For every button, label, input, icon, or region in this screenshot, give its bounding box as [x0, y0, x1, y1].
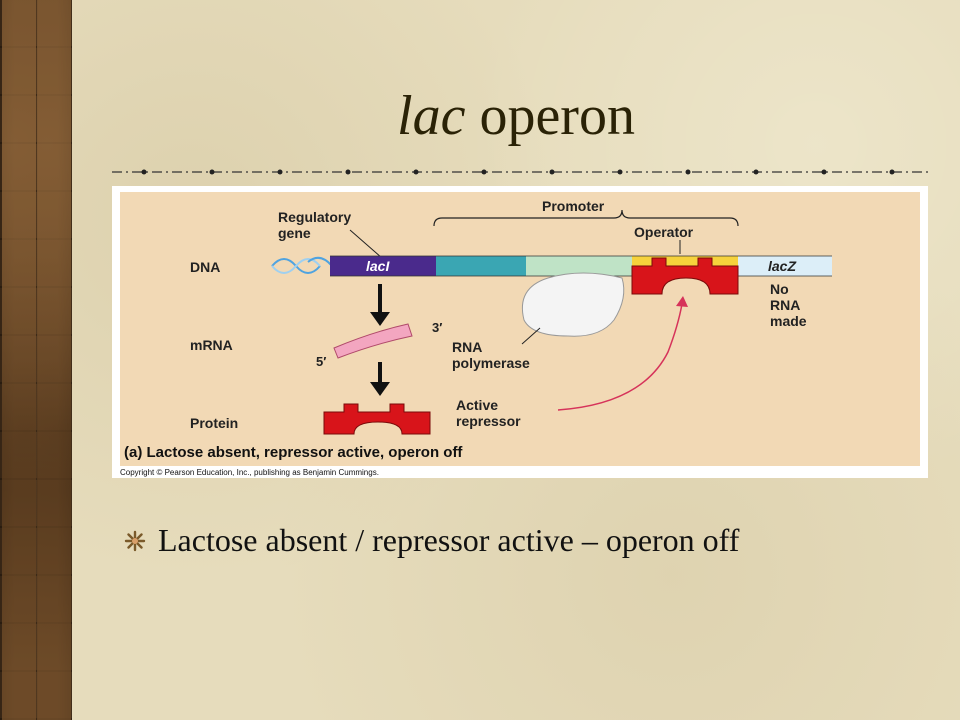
dotted-divider [112, 169, 932, 175]
lacz-label: lacZ [768, 258, 796, 274]
operator-label: Operator [634, 224, 694, 240]
promoter-bracket [433, 209, 739, 227]
lac-operon-figure: Regulatory gene Promoter Operator DNA la… [112, 186, 928, 478]
no-rna-label-2: RNA [770, 297, 800, 313]
mrna-strand [333, 323, 413, 359]
bound-repressor [631, 257, 739, 295]
lacz-segment [738, 256, 832, 276]
repressor-binding-arrow [557, 303, 683, 411]
regulatory-gene-label-2: gene [278, 225, 311, 241]
translation-arrow [370, 362, 390, 396]
rna-polymerase-pointer [521, 327, 541, 345]
dna-helix [271, 256, 333, 274]
promoter-green-segment [526, 256, 632, 276]
regulatory-gene-label: Regulatory [278, 209, 351, 225]
rna-polymerase-shape [522, 272, 625, 337]
decorative-wood-strip [0, 0, 72, 720]
dna-label: DNA [190, 259, 220, 275]
free-repressor-protein [323, 403, 431, 435]
repressor-binding-arrowhead [676, 296, 688, 307]
laci-gene-segment [330, 256, 436, 276]
wood-column-right [37, 0, 71, 720]
rna-polymerase-label-1: RNA [452, 339, 482, 355]
bullet-text: Lactose absent / repressor active – oper… [158, 522, 740, 558]
wood-column-left [2, 0, 36, 720]
transcription-arrow [370, 284, 390, 326]
title-italic-part: lac [397, 85, 466, 147]
figure-caption: (a) Lactose absent, repressor active, op… [124, 444, 463, 461]
promoter-label: Promoter [542, 198, 605, 214]
figure-background [120, 192, 920, 466]
slide-title: lac operon [72, 88, 960, 144]
rna-polymerase-label-2: polymerase [452, 355, 530, 371]
title-rest-part: operon [465, 85, 635, 147]
regulatory-gene-pointer [349, 229, 383, 259]
no-rna-label-1: No [770, 281, 789, 297]
no-rna-label-3: made [770, 313, 807, 329]
five-prime-label: 5′ [316, 354, 326, 369]
active-repressor-label-1: Active [456, 397, 498, 413]
laci-label: lacI [366, 258, 390, 274]
star-bullet-icon [124, 530, 146, 552]
figure-svg: Regulatory gene Promoter Operator DNA la… [120, 192, 920, 477]
three-prime-label: 3′ [432, 320, 442, 335]
protein-label: Protein [190, 415, 238, 431]
active-repressor-label-2: repressor [456, 413, 521, 429]
mrna-label: mRNA [190, 337, 233, 353]
promoter-teal-segment [436, 256, 526, 276]
copyright-text: Copyright © Pearson Education, Inc., pub… [120, 468, 379, 477]
